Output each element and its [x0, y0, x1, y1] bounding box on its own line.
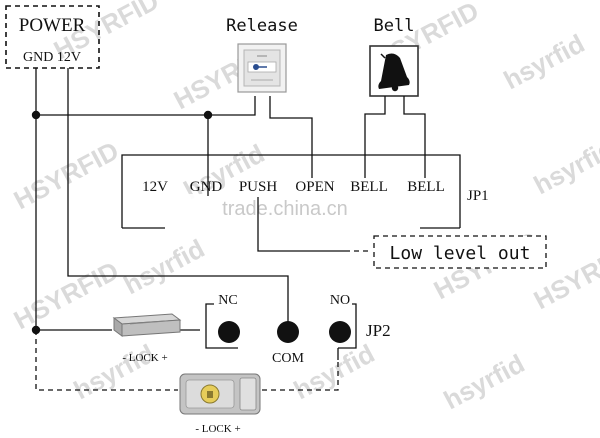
watermark: hsyrfid [289, 338, 380, 405]
electric-lock: - LOCK + [179, 373, 261, 435]
jp2-name: JP2 [366, 321, 391, 340]
terminal-pin-gnd: GND [190, 179, 223, 195]
low-level-out-label: Low level out [390, 243, 531, 264]
electric-lock-label: - LOCK + [195, 423, 240, 435]
magnetic-lock-label: - LOCK + [122, 352, 167, 364]
magnetic-lock: - LOCK + [112, 313, 182, 364]
bell: Bell [369, 16, 419, 97]
jp2-com-label: COM [272, 351, 304, 366]
terminal-pin-push: PUSH [239, 179, 278, 195]
key-icon [253, 64, 259, 70]
jp2-relay: NC NO COM JP2 [218, 293, 391, 366]
dashed-wiring [35, 250, 372, 391]
power-box [5, 5, 100, 69]
watermark: HSYRFID [9, 255, 124, 335]
jp2-com-terminal [277, 321, 299, 343]
watermark: HSYRFID [9, 135, 124, 215]
watermark: hsyrfid [529, 133, 600, 200]
release-label: Release [226, 16, 298, 36]
jp2-no-label: NO [330, 293, 350, 308]
terminal-pin-open: OPEN [295, 179, 334, 195]
junction-dots [31, 110, 213, 335]
watermark: hsyrfid [439, 348, 530, 415]
bell-icon [378, 53, 410, 92]
wiring [35, 68, 426, 360]
site-watermark: trade.china.cn [185, 194, 385, 220]
jp2-nc-label: NC [218, 293, 237, 308]
release-button: Release [226, 16, 298, 93]
watermark: hsyrfid [119, 233, 210, 300]
watermark: hsyrfid [69, 338, 160, 405]
low-level-out: Low level out [373, 235, 547, 269]
power-terminals: GND 12V [23, 50, 81, 65]
terminal-pin-bell-2: BELL [407, 179, 445, 195]
bell-label: Bell [374, 16, 415, 36]
power-title: POWER [19, 15, 86, 36]
jp2-no-terminal [329, 321, 351, 343]
terminal-block-name: JP1 [467, 188, 489, 204]
terminal-block: 12V GND PUSH OPEN BELL BELL JP1 [121, 154, 489, 229]
watermark: hsyrfid [499, 28, 590, 95]
power-supply: POWER GND 12V [5, 5, 100, 69]
terminal-pin-bell-1: BELL [350, 179, 388, 195]
terminal-pin-12v: 12V [142, 179, 168, 195]
jp2-nc-terminal [218, 321, 240, 343]
site-watermark-text: trade.china.cn [222, 198, 348, 220]
